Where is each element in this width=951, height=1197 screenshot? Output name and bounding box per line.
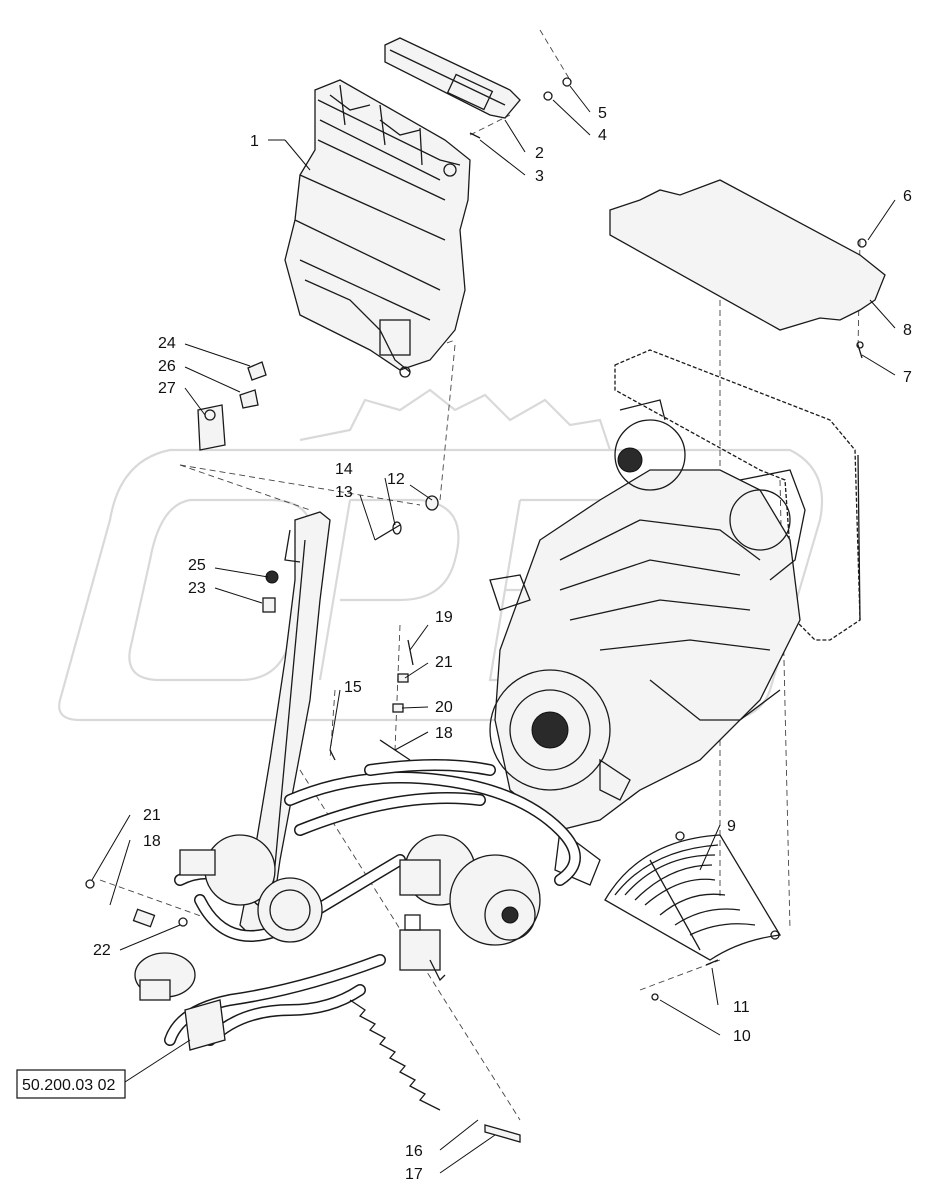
callout-18b: 18: [143, 833, 161, 850]
callout-27: 27: [158, 380, 176, 397]
callout-16: 16: [405, 1143, 423, 1160]
hydraulic-motor-left: [179, 834, 323, 943]
hydraulic-pump: [134, 952, 226, 1051]
callout-22: 22: [93, 942, 111, 959]
callout-23: 23: [188, 580, 206, 597]
callout-2: 2: [535, 145, 544, 162]
callout-12: 12: [387, 471, 405, 488]
callout-19: 19: [435, 609, 453, 626]
radiator-frame: [614, 349, 861, 641]
callout-11: 11: [733, 999, 750, 1016]
callout-6: 6: [903, 188, 912, 205]
callout-24: 24: [158, 335, 176, 352]
callout-26: 26: [158, 358, 176, 375]
callout-21a: 21: [435, 654, 453, 671]
leader-lines: [91, 85, 896, 1174]
callout-1: 1: [250, 133, 259, 150]
engine-assembly: [489, 399, 806, 886]
callout-4: 4: [598, 127, 607, 144]
callout-3: 3: [535, 168, 544, 185]
callout-5: 5: [598, 105, 607, 122]
solenoid-valve: [399, 914, 446, 982]
callout-10: 10: [733, 1028, 751, 1045]
callout-13: 13: [335, 484, 353, 501]
callout-9: 9: [727, 818, 736, 835]
hydraulic-motor-right: [399, 834, 541, 946]
callout-14: 14: [335, 461, 353, 478]
callout-18a: 18: [435, 725, 453, 742]
callout-20: 20: [435, 699, 453, 716]
part-8-floor-plate: [609, 179, 886, 359]
callout-15: 15: [344, 679, 362, 696]
callout-labels: 1 2 3 4 5 6 7 8 9 10 11 12 13 14 15 16 1…: [93, 105, 912, 1183]
callout-21b: 21: [143, 807, 161, 824]
reference-box-label: 50.200.03 02: [22, 1077, 116, 1094]
callout-25: 25: [188, 557, 206, 574]
callout-8: 8: [903, 322, 912, 339]
callout-7: 7: [903, 369, 912, 386]
part-16-spring: [349, 999, 521, 1143]
part-2-cover-plate: [384, 37, 521, 119]
part-9-fan-guard: [604, 831, 782, 961]
reference-box[interactable]: 50.200.03 02: [16, 1069, 126, 1099]
callout-17: 17: [405, 1166, 423, 1183]
part-1-hvac-unit: [284, 79, 471, 378]
